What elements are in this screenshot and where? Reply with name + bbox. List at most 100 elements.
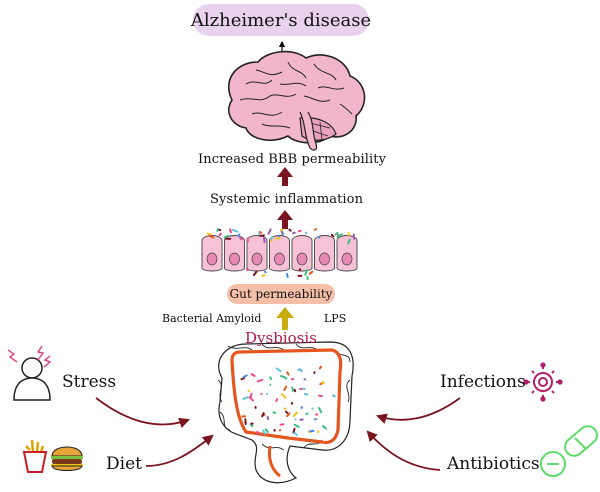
bacterium [270,236,274,240]
label-diet: Diet [106,454,142,474]
bacterium [257,232,261,235]
bacterium [300,406,303,409]
bacterium [242,374,248,379]
bacterium [269,383,272,386]
bacterium [306,276,309,281]
bacterium [313,228,318,231]
bacterium [232,228,239,233]
bacterium [352,233,356,240]
bacterium [293,388,297,393]
bacterium [318,365,323,370]
virus-icon [523,362,563,402]
label-gut-permeability: Gut permeability [227,284,335,304]
bacterium [252,270,258,277]
bacterium [292,427,296,434]
label-dysbiosis: Dysbiosis [245,329,317,347]
label-systemic-inflammation: Systemic inflammation [210,192,364,207]
bacterium [288,228,292,232]
bacterium [321,382,325,385]
bacterium [297,229,302,233]
bacterium [313,371,316,374]
arrow-dysbiosis-to-gut [276,307,294,330]
bacterium [279,375,286,379]
bacterium [297,274,303,277]
bacterium [279,423,285,426]
bacterium [241,415,247,418]
bacterium [313,417,317,421]
bacterium [299,387,303,390]
bacterium [315,413,319,416]
cell-nucleus [229,252,240,266]
bacterium [304,269,309,276]
bacterium [250,422,254,425]
bacterium [293,431,298,437]
label-bbb-permeability: Increased BBB permeability [198,152,387,167]
bacterium [332,394,336,398]
bacterium [292,231,296,235]
bacterium [266,392,269,396]
bacterium [239,236,242,239]
cell-nucleus [274,252,285,266]
bacterium [285,272,289,279]
bacterium [282,232,285,235]
cell-nucleus [251,252,263,266]
label-lps: LPS [324,312,347,325]
bacterium [286,371,290,376]
bacterium [224,237,232,240]
bacterium [218,232,222,237]
bacterium [256,378,264,383]
bacterium [267,228,272,235]
bacterium [216,228,220,232]
bacterium [318,407,323,414]
bacterium [240,238,244,241]
bacterium [242,396,249,400]
bacterium [275,236,281,240]
bacterium [261,274,266,277]
bacterium [247,389,250,393]
bacterium [336,233,343,238]
label-antibiotics: Antibiotics [447,454,540,474]
bacterium [256,430,259,436]
bacterium [308,270,314,275]
cell-nucleus [206,252,218,266]
bacterium [277,234,280,238]
fries-icon [22,439,48,473]
bacterium [294,418,297,421]
burger-icon [51,446,83,471]
bacterium [266,415,270,421]
stress-lightning-icon [7,345,52,368]
bacterium [283,407,287,410]
bacterium [229,228,233,234]
bacterium [316,430,320,434]
bacterium [259,234,265,237]
bacterium [286,412,291,418]
colon-icon [217,341,354,484]
bacterium [280,393,287,399]
cell-nucleus [296,252,308,266]
bacterium [283,385,288,391]
bacterium [272,411,277,415]
bacterium [303,392,309,396]
bacterium [268,376,273,381]
bacterium [261,412,265,418]
bacterium [262,429,266,435]
bacterium [290,378,295,381]
bacterium [263,270,267,274]
bacterium [302,387,306,391]
bacterium [273,428,276,432]
bacterium [318,394,323,398]
bacterium [264,428,269,434]
arrow-stress-to-colon [95,397,191,428]
epithelial-cells-icon [201,228,358,281]
bacterium [309,429,315,433]
label-bacterial-amyloid: Bacterial Amyloid [162,312,262,325]
bacterium [284,377,288,380]
arrow-infections-to-colon [375,397,461,424]
bacterium [237,233,241,237]
bacterium [278,429,282,432]
bacterium [291,386,294,392]
bacterium [318,235,321,239]
bacterium [298,268,301,272]
bacterium [248,396,254,402]
